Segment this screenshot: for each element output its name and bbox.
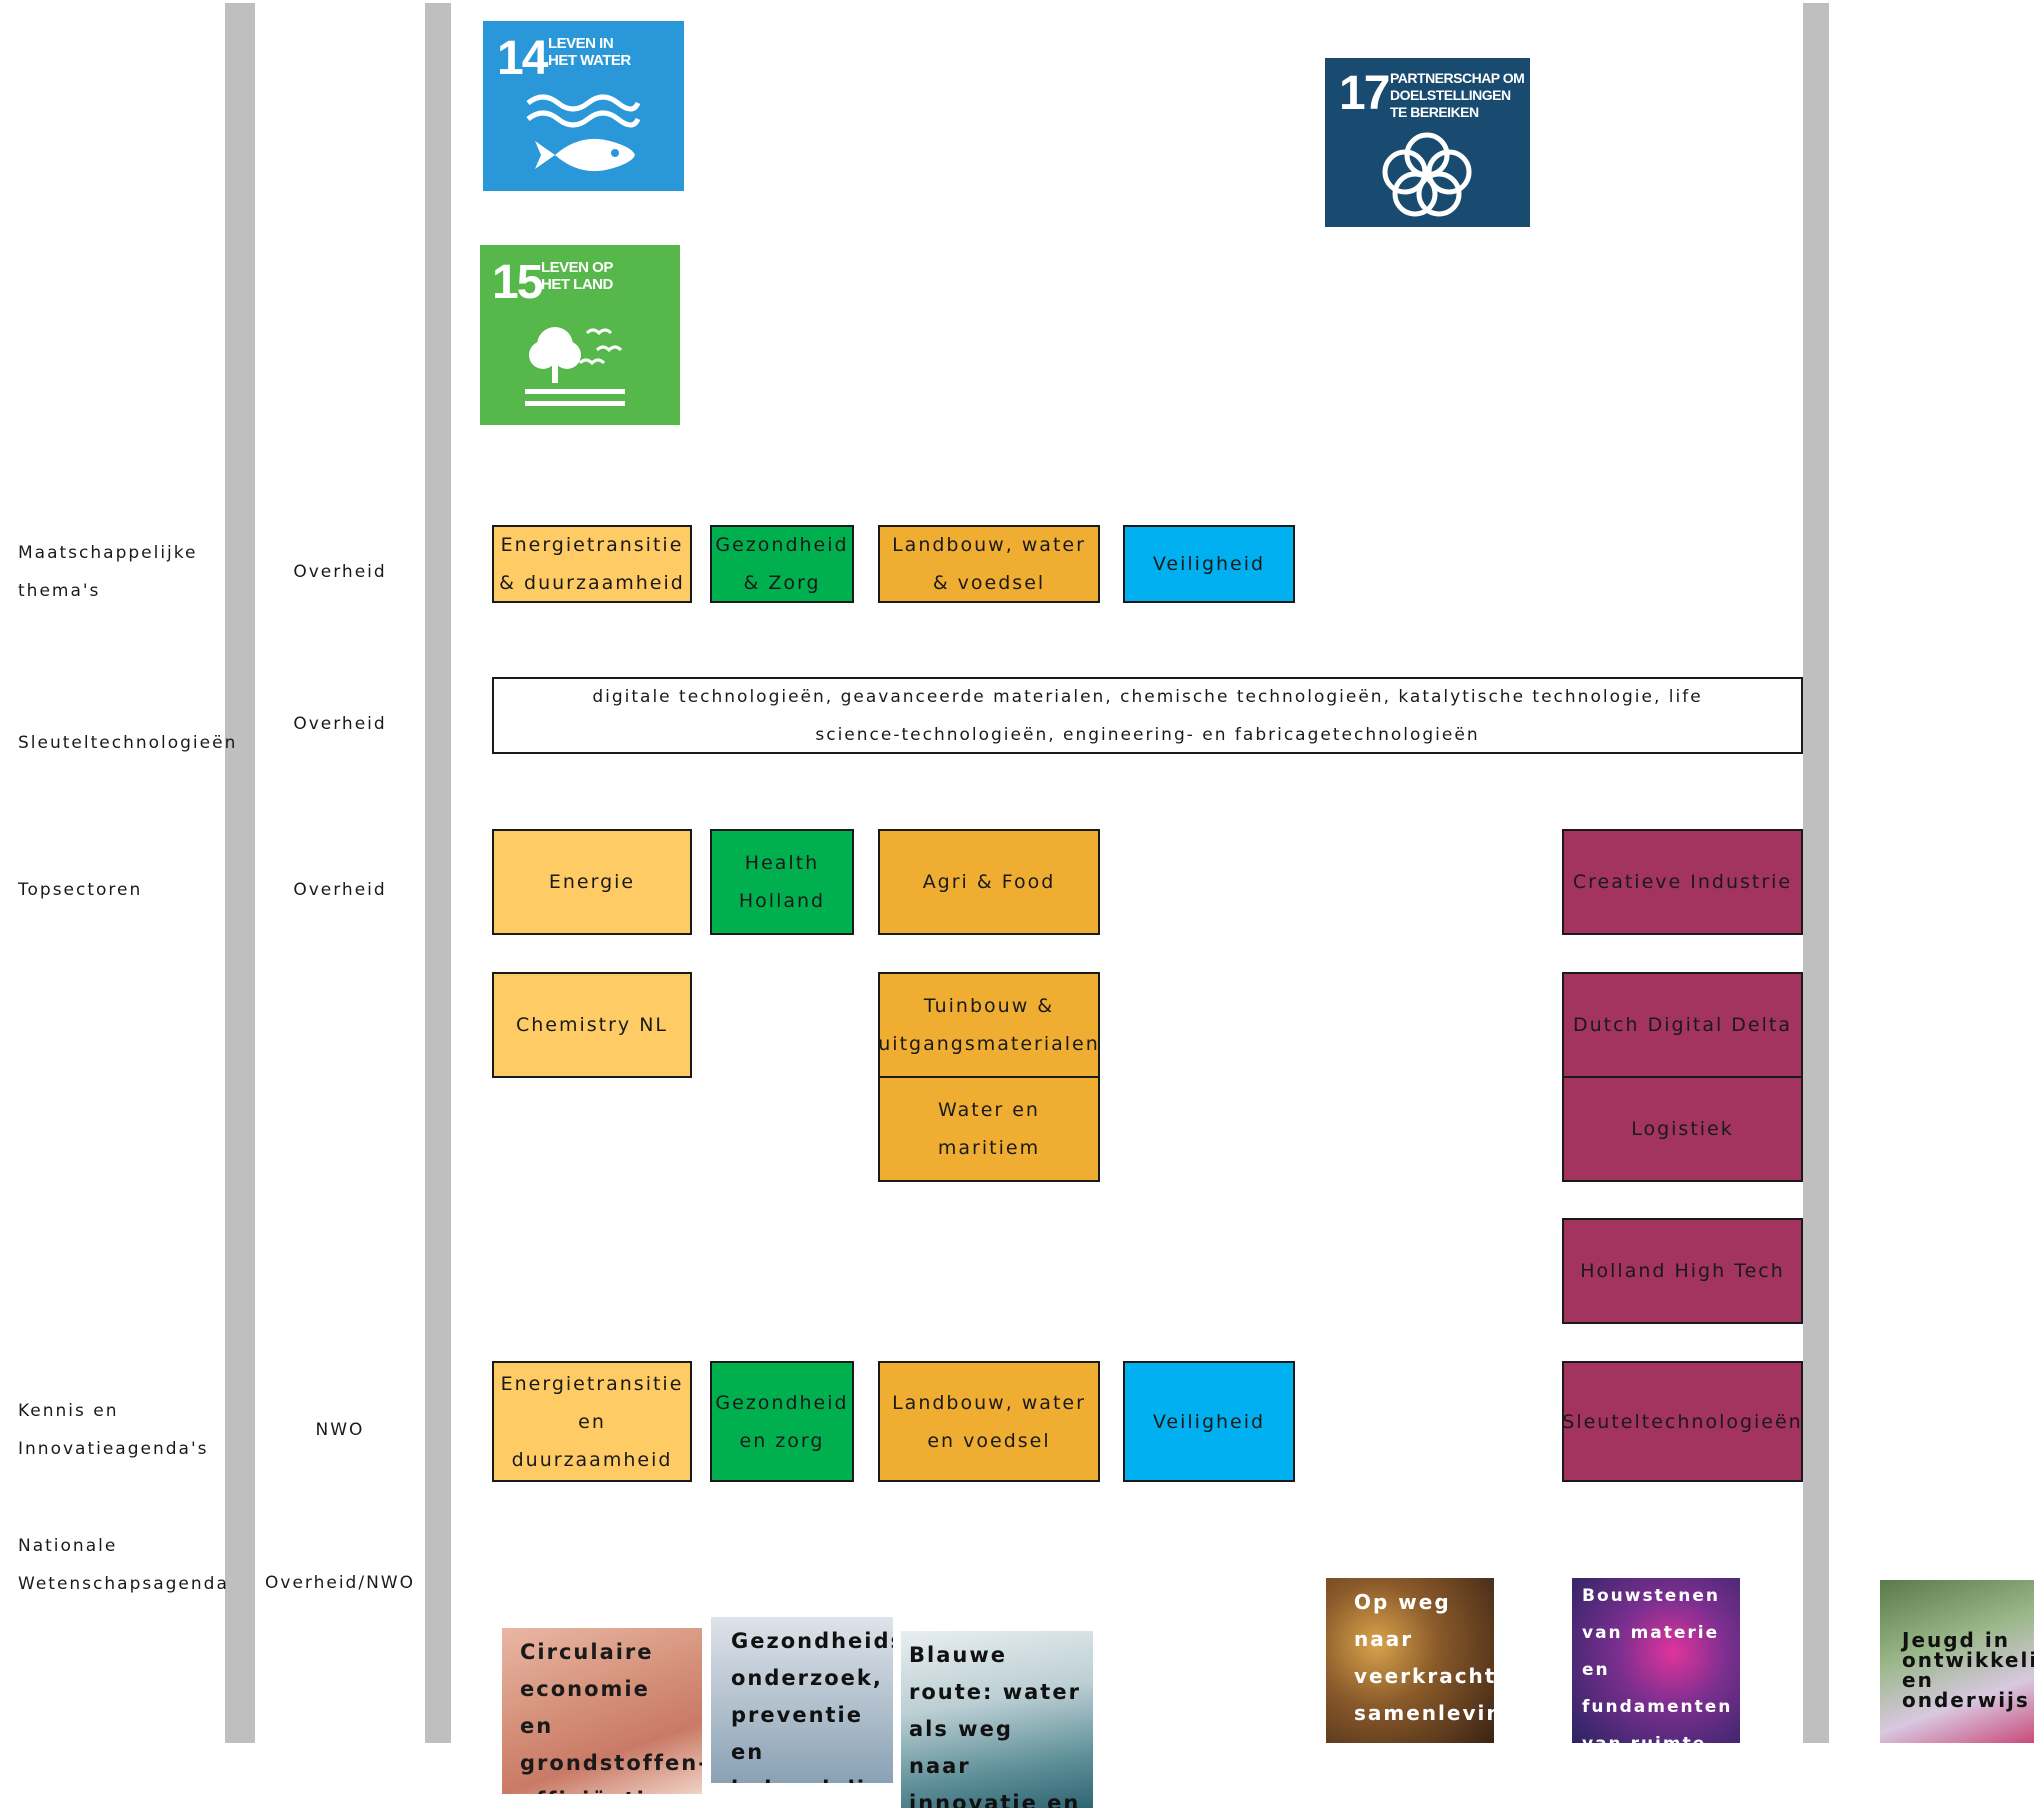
column-divider-2 (425, 3, 451, 1743)
fish-icon (526, 94, 641, 172)
kia-landbouw: Landbouw, water en voedsel (878, 1361, 1100, 1482)
sdg-17-tile: 17 PARTNERSCHAP OM DOELSTELLINGEN TE BER… (1325, 58, 1530, 227)
kia-gezondheid: Gezondheid en zorg (710, 1361, 854, 1482)
theme-veiligheid: Veiligheid (1123, 525, 1295, 603)
row-owner-maatschappelijke-themas: Overheid (293, 562, 387, 582)
sdg-number: 14 (497, 32, 548, 85)
nwa-route-gezondheidsonderzoek: Gezondheids-onderzoek, preventie en beha… (711, 1617, 893, 1783)
sdg-title: LEVEN OP HET LAND (541, 259, 613, 293)
topsector-chemistry-nl: Chemistry NL (492, 972, 692, 1078)
sdg-title: LEVEN IN HET WATER (548, 35, 631, 69)
row-owner-topsectoren: Overheid (293, 880, 387, 900)
sdg-14-tile: 14 LEVEN IN HET WATER (483, 21, 684, 191)
row-label-nwa: Nationale Wetenschapsagenda (18, 1536, 229, 1594)
nwa-route-jeugd-in-ontwikkeling: Jeugd in ontwikkeling en onderwijs (1880, 1580, 2034, 1743)
theme-gezondheid: Gezondheid & Zorg (710, 525, 854, 603)
row-label-topsectoren: Topsectoren (18, 880, 143, 900)
theme-energietransitie: Energietransitie & duurzaamheid (492, 525, 692, 603)
sdg-number: 17 (1339, 67, 1390, 120)
theme-landbouw: Landbouw, water & voedsel (878, 525, 1100, 603)
nwa-route-blauwe-route: Blauwe route: water als weg naar innovat… (901, 1631, 1093, 1808)
kia-energietransitie: Energietransitie en duurzaamheid (492, 1361, 692, 1482)
row-owner-sleuteltechnologieen: Overheid (293, 714, 387, 734)
nwa-route-title: Gezondheids-onderzoek, preventie en beha… (731, 1629, 893, 1783)
topsector-health-holland: Health Holland (710, 829, 854, 935)
topsector-agri-food: Agri & Food (878, 829, 1100, 935)
flower-rings-icon (1382, 132, 1472, 217)
row-owner-kia: NWO (315, 1420, 365, 1440)
column-divider-1 (225, 3, 255, 1743)
topsector-tuinbouw: Tuinbouw & uitgangsmaterialen (878, 972, 1100, 1078)
nwa-route-title: Blauwe route: water als weg naar innovat… (909, 1643, 1081, 1808)
nwa-route-title: Jeugd in ontwikkeling en onderwijs (1902, 1628, 2034, 1712)
topsector-creatieve-industrie: Creatieve Industrie (1562, 829, 1803, 935)
nwa-route-veerkrachtige-samenleving: Op weg naar veerkrachtige samenleving (1326, 1578, 1494, 1743)
topsector-dutch-digital-delta: Dutch Digital Delta (1562, 972, 1803, 1078)
nwa-route-circulaire-economie: Circulaire economie en grondstoffen-effi… (502, 1628, 702, 1794)
row-label-kia: Kennis en Innovatieagenda's (18, 1401, 209, 1459)
kia-sleuteltechnologieen: Sleuteltechnologieën (1562, 1361, 1803, 1482)
sdg-title: PARTNERSCHAP OM DOELSTELLINGEN TE BEREIK… (1390, 70, 1525, 120)
column-divider-3 (1803, 3, 1829, 1743)
nwa-route-title: Op weg naar veerkrachtige samenleving (1354, 1590, 1494, 1725)
sdg-15-tile: 15 LEVEN OP HET LAND (480, 245, 680, 425)
row-label-sleuteltechnologieen: Sleuteltechnologieën (18, 733, 238, 753)
nwa-route-bouwstenen-van-materie: Bouwstenen van materie en fundamenten va… (1572, 1578, 1740, 1743)
key-technologies-box: digitale technologieën, geavanceerde mat… (492, 677, 1803, 754)
row-label-maatschappelijke-themas: Maatschappelijke thema's (18, 543, 198, 601)
sdg-number: 15 (492, 256, 543, 309)
nwa-route-title: Bouwstenen van materie en fundamenten va… (1582, 1586, 1733, 1743)
tree-icon (525, 327, 625, 406)
topsector-water-maritiem: Water en maritiem (878, 1076, 1100, 1182)
topsector-holland-high-tech: Holland High Tech (1562, 1218, 1803, 1324)
topsector-energie: Energie (492, 829, 692, 935)
nwa-route-title: Circulaire economie en grondstoffen-effi… (520, 1640, 702, 1794)
row-owner-nwa: Overheid/NWO (265, 1573, 415, 1593)
kia-veiligheid: Veiligheid (1123, 1361, 1295, 1482)
topsector-logistiek: Logistiek (1562, 1076, 1803, 1182)
